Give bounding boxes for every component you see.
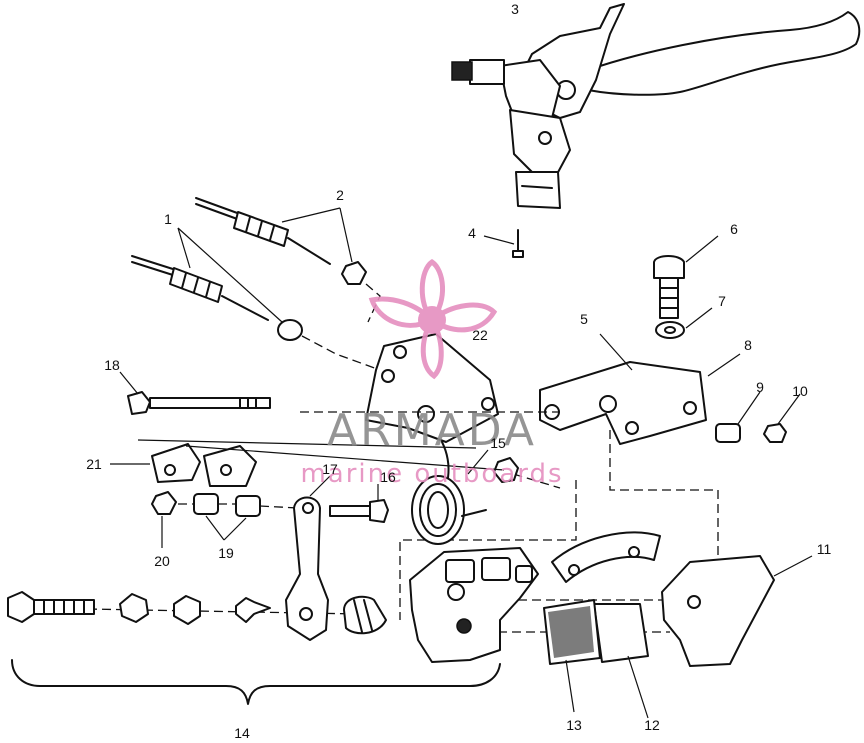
callout-11: 11 xyxy=(817,541,832,557)
callout-1: 1 xyxy=(164,211,172,227)
part-13-brake-pad xyxy=(543,599,601,713)
callout-2: 2 xyxy=(336,187,344,203)
callout-14: 14 xyxy=(234,725,250,741)
callout-12: 12 xyxy=(644,717,660,733)
watermark-brand: ARMADA xyxy=(327,405,537,456)
callout-7: 7 xyxy=(718,293,726,309)
part-6-bolt xyxy=(653,235,719,319)
callout-3: 3 xyxy=(511,1,519,17)
armada-watermark: ARMADA marine outboards xyxy=(300,258,563,489)
callout-15: 15 xyxy=(490,435,506,451)
part-17-link-arm xyxy=(285,475,331,641)
part-8-mount-bracket xyxy=(539,333,741,445)
propeller-logo-icon xyxy=(368,258,498,380)
callout-9: 9 xyxy=(756,379,764,395)
callout-20: 20 xyxy=(154,553,170,569)
callout-labels: 3 2 1 4 6 7 5 22 8 18 9 10 15 21 17 16 1… xyxy=(86,1,831,741)
part-16-screw xyxy=(329,484,389,523)
part-12-brake-pad xyxy=(593,603,649,719)
part-10-nut xyxy=(763,393,801,443)
part-14-bolt-assembly xyxy=(7,591,501,705)
part-19-sleeves xyxy=(178,493,299,541)
part-9-sleeve xyxy=(715,391,761,443)
part-11-caliper-plate xyxy=(661,555,813,667)
callout-18: 18 xyxy=(104,357,120,373)
callout-4: 4 xyxy=(468,225,476,241)
callout-6: 6 xyxy=(730,221,738,237)
part-4-screw xyxy=(483,229,524,258)
callout-5: 5 xyxy=(580,311,588,327)
callout-22: 22 xyxy=(472,327,488,343)
callout-10: 10 xyxy=(792,383,808,399)
part-2-adjuster-cable xyxy=(195,197,367,285)
part-3-brake-lever xyxy=(451,3,861,209)
callout-19: 19 xyxy=(218,545,234,561)
callout-8: 8 xyxy=(744,337,752,353)
part-22-bracket xyxy=(365,333,499,443)
callout-16: 16 xyxy=(380,469,396,485)
part-7-washer xyxy=(655,307,713,339)
part-21-clevis-blocks xyxy=(110,439,505,487)
callout-17: 17 xyxy=(322,461,338,477)
watermark-tagline: marine outboards xyxy=(300,459,563,489)
part-20-nut xyxy=(151,491,177,548)
caliper-body xyxy=(409,547,539,663)
callout-13: 13 xyxy=(566,717,582,733)
callout-21: 21 xyxy=(86,456,102,472)
leader-lines-1-2 xyxy=(177,207,381,371)
part-18-long-bolt xyxy=(119,371,271,415)
part-15-spring xyxy=(411,441,519,545)
brake-shoe-arc xyxy=(551,531,661,583)
part-1-adjuster-cable xyxy=(131,255,303,341)
